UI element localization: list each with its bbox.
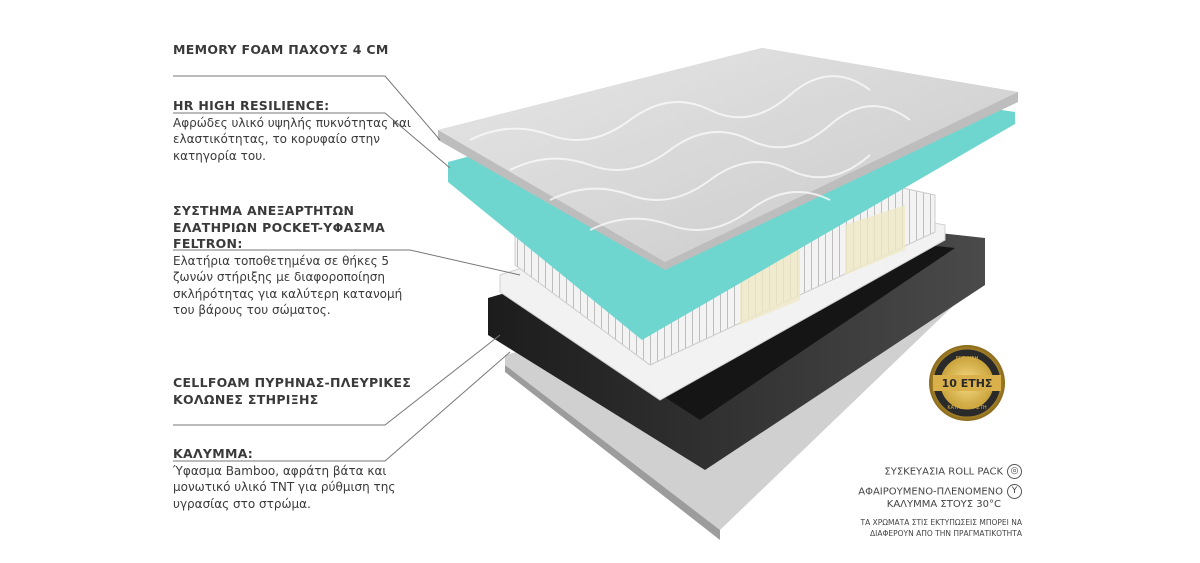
roll-pack-icon: ◎	[1007, 464, 1022, 479]
label-hr-foam: HR HIGH RESILIENCE:Αφρώδες υλικό υψηλής …	[173, 98, 411, 163]
wash-icon: Y	[1007, 484, 1022, 499]
roll-pack-info: ΣΥΣΚΕΥΑΣΙΑ ROLL PACK◎	[884, 464, 1022, 479]
svg-text:ΚΑΤΑΣΚΕΥΑΣΤΗ: ΚΑΤΑΣΚΕΥΑΣΤΗ	[947, 405, 986, 411]
svg-text:10 ΕΤΗΣ: 10 ΕΤΗΣ	[942, 377, 993, 390]
leader-lines	[173, 75, 521, 462]
warranty-badge: 10 ΕΤΗΣ ΕΓΓΥΗΣΗ ΚΑΤΑΣΚΕΥΑΣΤΗ	[929, 345, 1005, 421]
label-pocket-springs: ΣΥΣΤΗΜΑ ΑΝΕΞΑΡΤΗΤΩΝ ΕΛΑΤΗΡΙΩΝ POCKET-ΥΦΑ…	[173, 203, 403, 317]
svg-text:ΕΓΓΥΗΣΗ: ΕΓΓΥΗΣΗ	[956, 356, 979, 362]
label-cellfoam: CELLFOAM ΠΥΡΗΝΑΣ-ΠΛΕΥΡΙΚΕΣ ΚΟΛΩΝΕΣ ΣΤΗΡΙ…	[173, 375, 412, 407]
label-memory-foam: MEMORY FOAM ΠΑΧΟΥΣ 4 CM	[173, 42, 389, 57]
label-cover: ΚΑΛΥΜΜΑ:Ύφασμα Bamboo, αφράτη βάτα και μ…	[173, 446, 396, 511]
